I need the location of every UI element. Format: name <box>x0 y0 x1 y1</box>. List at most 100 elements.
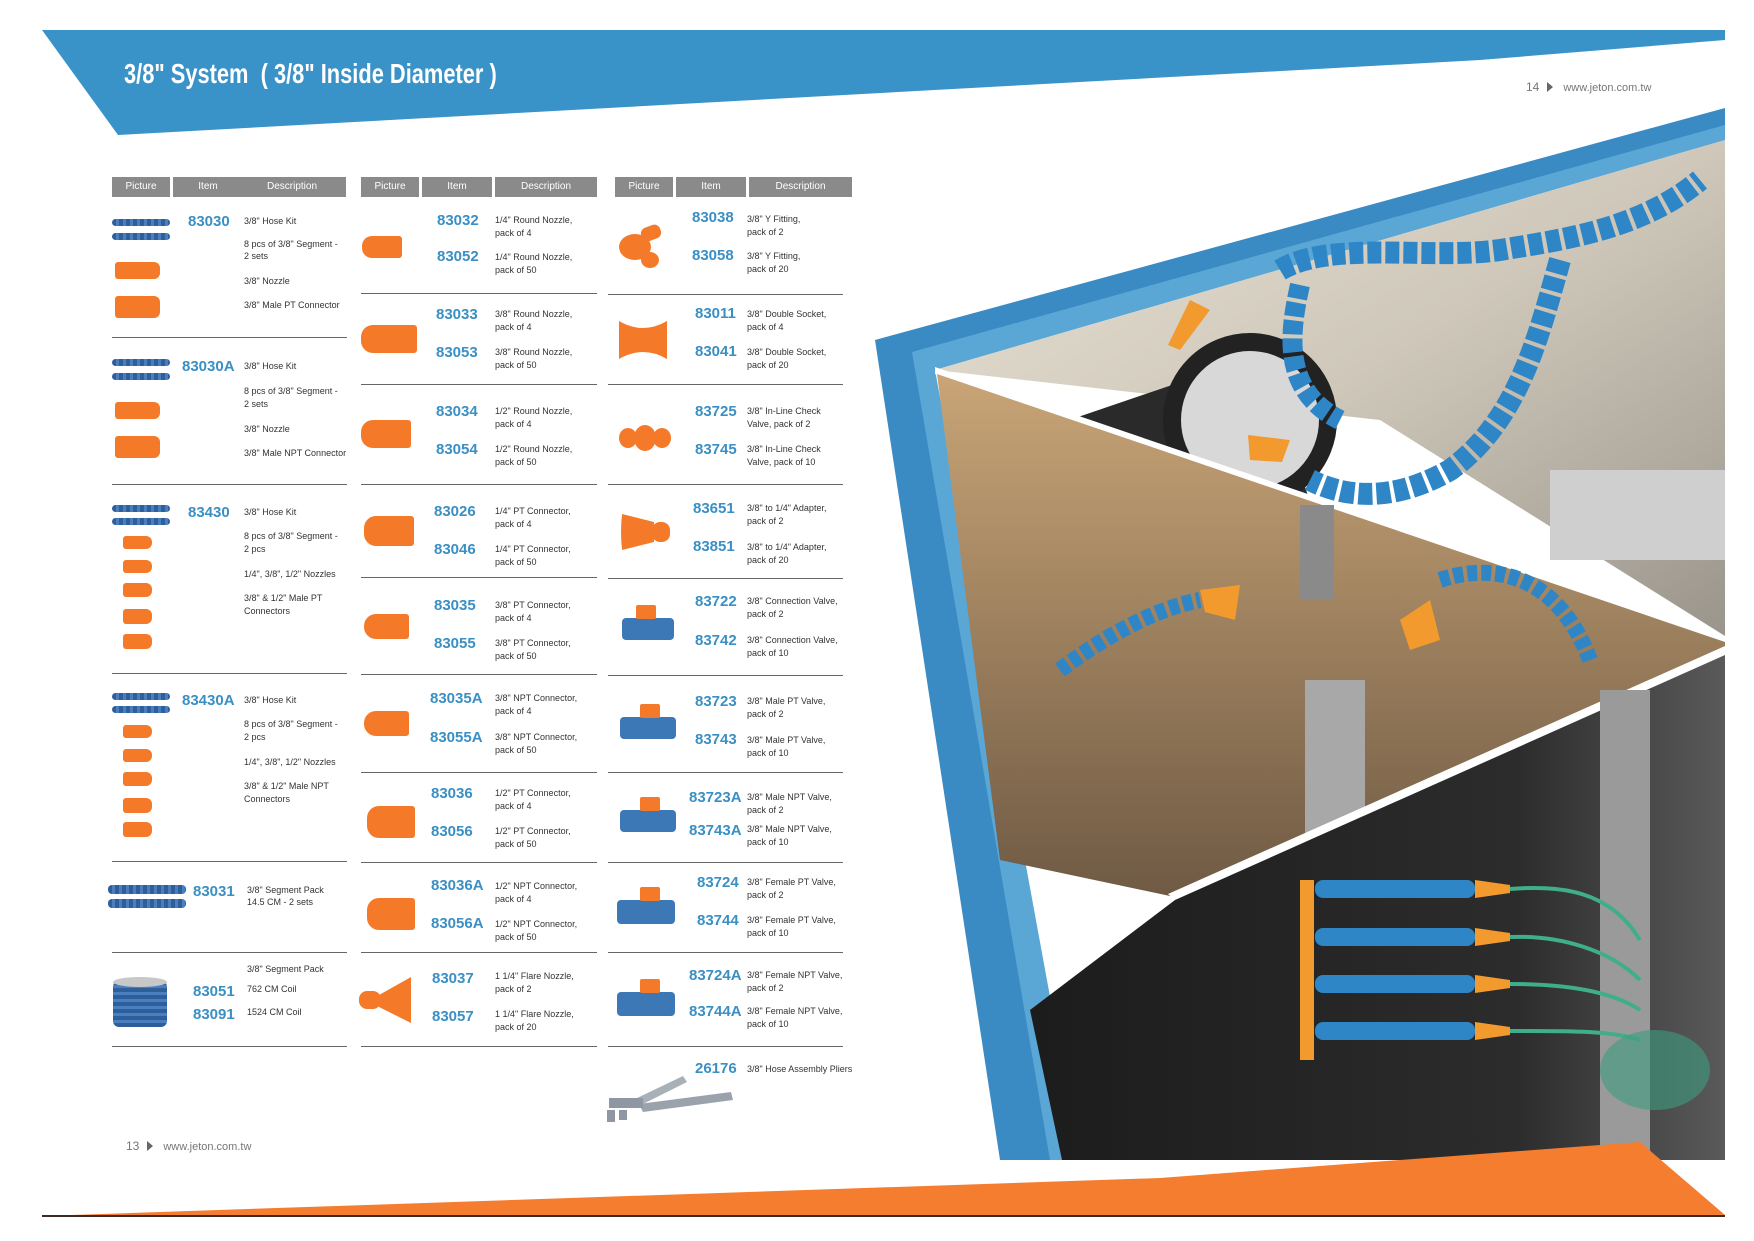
description-line: 3/8" Round Nozzle, <box>495 309 573 319</box>
hose-segment-icon <box>112 373 170 380</box>
item-code: 83052 <box>437 248 479 265</box>
connector-icon <box>115 436 160 458</box>
description-line: pack of 2 <box>747 983 784 993</box>
row-divider <box>112 337 347 338</box>
item-code: 26176 <box>695 1060 737 1077</box>
row-divider <box>608 862 843 863</box>
description-line: 1 1/4" Flare Nozzle, <box>495 971 574 981</box>
item-code: 83430A <box>182 692 235 709</box>
adapter-icon <box>621 514 670 550</box>
description-line: pack of 20 <box>495 1022 537 1032</box>
item-code: 83430 <box>188 504 230 521</box>
item-code: 83744 <box>697 912 739 929</box>
description-line: 3/8" Male NPT Valve, <box>747 792 832 802</box>
description-line: pack of 2 <box>747 516 784 526</box>
valve-handle-icon <box>640 704 660 718</box>
description-line: pack of 50 <box>495 651 537 661</box>
row-divider <box>112 861 347 862</box>
item-code: 83743A <box>689 822 742 839</box>
description-line: 1/4", 3/8", 1/2" Nozzles <box>244 569 336 579</box>
item-code: 83055 <box>434 635 476 652</box>
description-line: pack of 4 <box>495 894 532 904</box>
description-line: pack of 4 <box>747 322 784 332</box>
nozzle-icon <box>123 772 152 786</box>
description-line: 3/8" Male NPT Connector <box>244 448 347 458</box>
description-line: 3/8" Y Fitting, <box>747 251 801 261</box>
item-code: 83056 <box>431 823 473 840</box>
item-code: 83851 <box>693 538 735 555</box>
description-line: pack of 50 <box>495 360 537 370</box>
description-line: 3/8" & 1/2" Male NPT <box>244 781 329 791</box>
pt-connector-icon <box>364 516 414 546</box>
description-line: 1/4" PT Connector, <box>495 506 571 516</box>
description-line: 3/8" NPT Connector, <box>495 693 578 703</box>
description-line: 1 1/4" Flare Nozzle, <box>495 1009 574 1019</box>
double-socket-icon <box>619 321 667 359</box>
round-nozzle-icon <box>362 236 402 258</box>
description-line: pack of 2 <box>747 709 784 719</box>
description-line: 8 pcs of 3/8" Segment - <box>244 531 338 541</box>
item-code: 83032 <box>437 212 479 229</box>
description-line: pack of 4 <box>495 419 532 429</box>
connector-icon <box>115 296 160 318</box>
item-code: 83725 <box>695 403 737 420</box>
item-code: 83055A <box>430 729 483 746</box>
valve-handle-icon <box>640 887 660 901</box>
description-line: pack of 20 <box>747 264 789 274</box>
description-line: 3/8" Hose Kit <box>244 507 297 517</box>
valve-handle-icon <box>636 605 656 619</box>
description-line: 3/8" Hose Kit <box>244 695 297 705</box>
description-line: pack of 4 <box>495 613 532 623</box>
item-code: 83035A <box>430 690 483 707</box>
row-divider <box>112 673 347 674</box>
item-code: 83743 <box>695 731 737 748</box>
manifold-drill-coolant-photo <box>1030 655 1725 1160</box>
description-line: pack of 10 <box>747 928 789 938</box>
row-divider <box>608 294 843 295</box>
valve-handle-icon <box>640 797 660 811</box>
valve-handle-icon <box>640 979 660 993</box>
description-line: 3/8" Hose Kit <box>244 361 297 371</box>
row-divider <box>361 577 597 578</box>
flare-nozzle-icon <box>359 977 411 1023</box>
description-line: 1/2" Round Nozzle, <box>495 406 573 416</box>
description-line: 3/8" PT Connector, <box>495 600 571 610</box>
description-line: 3/8" Y Fitting, <box>747 214 801 224</box>
description-line: 1/4", 3/8", 1/2" Nozzles <box>244 757 336 767</box>
description-line: 3/8" Nozzle <box>244 276 290 286</box>
item-code: 83054 <box>436 441 478 458</box>
item-code: 83091 <box>193 1006 235 1023</box>
item-code: 83036A <box>431 877 484 894</box>
pt-connector-icon <box>364 614 409 639</box>
item-code: 83058 <box>692 247 734 264</box>
female-pt-valve-icon <box>617 900 675 924</box>
website-link[interactable]: www.jeton.com.tw <box>1563 82 1652 94</box>
description-line: 3/8" Hose Assembly Pliers <box>747 1064 853 1074</box>
description-line: 1/4" PT Connector, <box>495 544 571 554</box>
description-line: pack of 4 <box>495 322 532 332</box>
item-code: 83051 <box>193 983 235 1000</box>
male-pt-valve-icon <box>620 717 676 739</box>
row-divider <box>112 484 347 485</box>
item-code: 83035 <box>434 597 476 614</box>
description-line: 3/8" Segment Pack <box>247 964 324 974</box>
item-code: 83046 <box>434 541 476 558</box>
item-code: 83053 <box>436 344 478 361</box>
row-divider <box>361 952 597 953</box>
item-code: 83038 <box>692 209 734 226</box>
description-line: 2 sets <box>244 399 269 409</box>
description-line: pack of 2 <box>747 227 784 237</box>
website-link[interactable]: www.jeton.com.tw <box>163 1141 252 1153</box>
page-number: 14 <box>1526 80 1540 94</box>
connector-icon <box>123 798 152 813</box>
nozzle-icon <box>123 749 152 762</box>
description-line: 3/8" Round Nozzle, <box>495 347 573 357</box>
description-line: pack of 2 <box>495 984 532 994</box>
connector-icon <box>123 634 152 649</box>
arrow-right-icon <box>1547 82 1554 92</box>
description-line: pack of 4 <box>495 519 532 529</box>
item-code: 83030A <box>182 358 235 375</box>
description-line: 3/8" Male PT Connector <box>244 300 340 310</box>
description-line: 1/4" Round Nozzle, <box>495 215 573 225</box>
col2-header-description: Description <box>495 177 597 197</box>
